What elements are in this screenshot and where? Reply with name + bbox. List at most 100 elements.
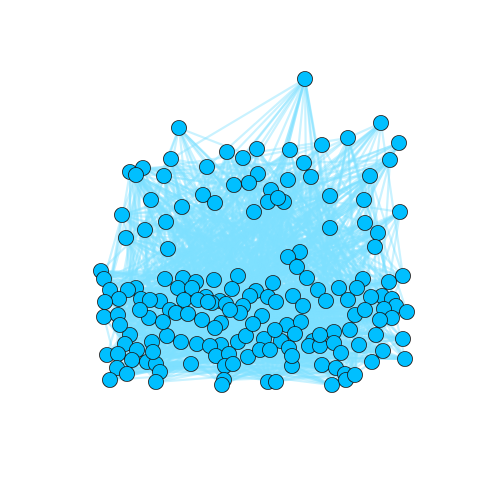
- graph-edge: [116, 221, 367, 356]
- graph-edge: [224, 150, 229, 306]
- graph-node: [156, 168, 172, 184]
- graph-edge: [154, 178, 290, 366]
- graph-edge: [205, 165, 258, 293]
- graph-edge: [174, 308, 367, 315]
- graph-edge: [154, 304, 305, 384]
- graph-edge: [295, 121, 383, 269]
- graph-edge: [186, 297, 394, 316]
- graph-node: [270, 190, 286, 206]
- graph-node: [176, 292, 192, 308]
- graph-edge: [276, 196, 391, 284]
- graph-edge: [166, 247, 258, 293]
- graph-edge: [154, 295, 208, 366]
- graph-edge: [194, 200, 286, 284]
- graph-edge: [387, 210, 402, 284]
- graph-edge: [116, 313, 169, 338]
- graph-edge: [102, 231, 380, 281]
- graph-edge: [141, 158, 392, 170]
- graph-edge: [130, 158, 392, 362]
- graph-edge: [189, 302, 228, 366]
- graph-edge: [201, 193, 343, 355]
- graph-edge: [126, 141, 401, 292]
- graph-node: [342, 322, 358, 338]
- graph-edge: [288, 148, 336, 345]
- graph-edge: [276, 196, 336, 334]
- graph-node: [157, 271, 173, 287]
- graph-edge: [320, 143, 367, 225]
- graph-node: [347, 367, 363, 383]
- graph-edge: [298, 250, 405, 278]
- graph-edge: [282, 200, 295, 298]
- graph-edge: [99, 269, 167, 281]
- graph-edge: [138, 165, 209, 312]
- graph-edge: [232, 183, 295, 298]
- graph-edge: [177, 126, 291, 350]
- graph-edge: [225, 150, 299, 269]
- graph-edge: [222, 373, 357, 382]
- graph-edge: [256, 172, 295, 298]
- graph-edge: [163, 172, 260, 281]
- graph-edge: [361, 121, 383, 281]
- graph-edge: [205, 165, 216, 282]
- graph-edge: [158, 370, 347, 376]
- graph-node: [312, 327, 328, 343]
- graph-node: [262, 342, 278, 358]
- graph-node: [238, 328, 254, 344]
- graph-node: [224, 281, 240, 297]
- graph-node: [397, 351, 413, 367]
- graph-edge: [164, 220, 210, 304]
- graph-node: [267, 322, 283, 338]
- graph-edge: [251, 196, 280, 326]
- graph-edge: [141, 166, 384, 298]
- graph-edge: [353, 277, 365, 377]
- graph-edge: [115, 156, 245, 370]
- graph-edge: [223, 337, 405, 368]
- graph-edge: [105, 175, 313, 357]
- graph-edge: [143, 226, 332, 232]
- graph-edge: [149, 198, 240, 278]
- graph-edge: [271, 200, 286, 285]
- graph-edge: [128, 170, 170, 251]
- graph-node: [173, 334, 189, 350]
- graph-edge: [148, 298, 405, 341]
- graph-edge: [149, 198, 405, 278]
- graph-node: [372, 312, 388, 328]
- graph-node: [392, 204, 408, 220]
- graph-edge: [128, 170, 359, 290]
- graph-node: [128, 167, 144, 183]
- graph-edge: [120, 201, 217, 217]
- graph-node: [399, 304, 415, 320]
- graph-edge: [293, 141, 401, 336]
- graph-edge: [108, 194, 332, 292]
- graph-edge: [248, 172, 260, 298]
- node-layer: [93, 71, 415, 393]
- graph-edge: [222, 339, 315, 382]
- graph-edge: [180, 205, 305, 308]
- graph-edge: [255, 147, 359, 290]
- graph-node: [249, 141, 265, 157]
- graph-edge: [177, 126, 255, 326]
- graph-edge: [230, 287, 262, 352]
- graph-edge: [355, 158, 392, 290]
- graph-edge: [118, 323, 270, 384]
- graph-edge: [266, 77, 307, 204]
- graph-edge: [328, 226, 394, 301]
- graph-edge: [269, 77, 307, 192]
- graph-node: [246, 204, 262, 220]
- graph-edge: [255, 147, 320, 292]
- graph-edge: [286, 178, 386, 311]
- graph-node: [112, 317, 128, 333]
- graph-edge: [266, 158, 392, 204]
- graph-node: [145, 344, 161, 360]
- graph-edge: [286, 77, 307, 259]
- graph-node: [225, 356, 241, 372]
- graph-node: [189, 336, 205, 352]
- graph-edge: [163, 148, 292, 281]
- graph-edge: [236, 245, 377, 344]
- graph-node: [295, 298, 311, 314]
- graph-edge: [307, 175, 313, 348]
- graph-edge: [309, 175, 332, 230]
- graph-edge: [194, 188, 273, 284]
- graph-node: [395, 268, 411, 284]
- graph-node: [155, 314, 171, 330]
